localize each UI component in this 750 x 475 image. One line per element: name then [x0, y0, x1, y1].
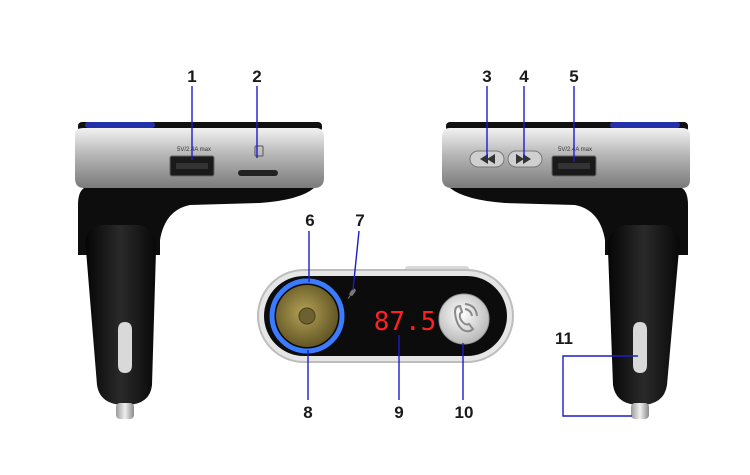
callout-6: 6 — [305, 211, 315, 230]
tf-card-icon — [254, 145, 264, 157]
callout-line-7 — [352, 230, 360, 291]
left-side-contact — [118, 322, 132, 373]
callout-7: 7 — [355, 211, 365, 230]
callout-4: 4 — [519, 67, 529, 86]
callout-11: 11 — [555, 329, 573, 348]
frequency-display: 87.5 — [374, 307, 437, 337]
callout-9: 9 — [394, 403, 404, 422]
tf-card-slot — [238, 170, 278, 176]
callout-5: 5 — [569, 67, 579, 86]
callout-2: 2 — [252, 67, 262, 86]
right-plug-body — [607, 225, 680, 405]
callout-10: 10 — [454, 403, 474, 422]
right-usb-rating: 5V/2.4A max — [558, 147, 592, 153]
callout-1: 1 — [187, 67, 197, 86]
left-charger: 5V/2.4A max — [75, 122, 324, 419]
callout-lines — [191, 86, 638, 417]
callout-8: 8 — [303, 403, 313, 422]
phone-icon — [453, 303, 478, 333]
callout-3: 3 — [482, 67, 492, 86]
left-top-glow — [85, 122, 155, 128]
led-ring — [269, 278, 345, 354]
front-panel: 87.5 — [257, 266, 514, 363]
right-charger: 5V/2.4A max — [442, 122, 690, 419]
call-button — [438, 293, 490, 345]
knob-center — [298, 307, 316, 325]
microphone-icon — [347, 288, 356, 300]
left-usb-rating: 5V/2.4A max — [177, 147, 211, 153]
right-plug-tip — [631, 403, 649, 419]
callout-line-11 — [562, 355, 638, 417]
left-plug-tip — [116, 403, 134, 419]
fast-forward-icon — [516, 154, 531, 164]
right-side-contact — [633, 322, 647, 373]
left-plug-body — [85, 225, 157, 405]
rewind-icon — [480, 154, 495, 164]
